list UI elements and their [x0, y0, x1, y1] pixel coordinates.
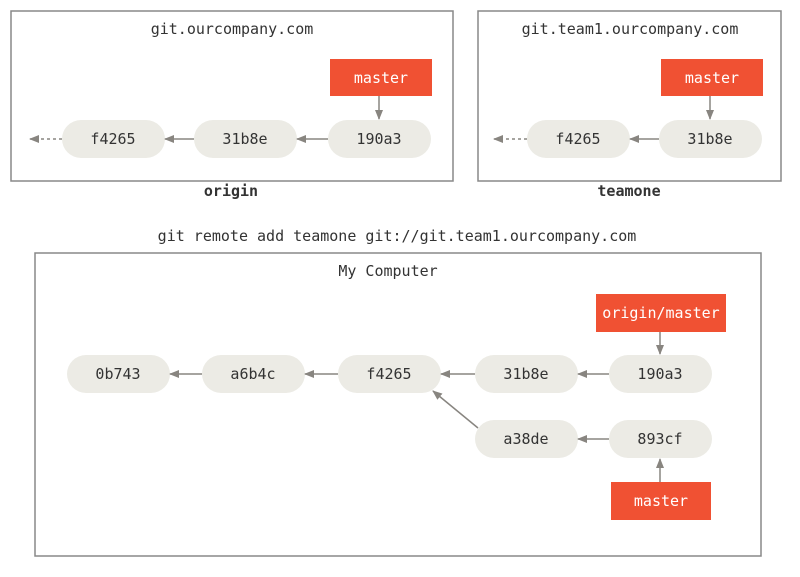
origin-commit-f4265	[62, 120, 165, 158]
teamone-server: git.team1.ourcompany.com master f4265 31…	[477, 10, 782, 182]
teamone-commit-31b8e-label: 31b8e	[687, 130, 732, 148]
origin-master-ref-label: master	[354, 69, 408, 87]
origin-commit-f4265-label: f4265	[90, 130, 135, 148]
local-commit-0b743	[67, 355, 170, 393]
local-commit-f4265	[338, 355, 441, 393]
origin-master-remote-ref-label: origin/master	[602, 304, 719, 322]
local-commit-190a3	[609, 355, 712, 393]
local-repository-title: My Computer	[338, 262, 437, 280]
teamone-commit-f4265-label: f4265	[555, 130, 600, 148]
git-command: git remote add teamone git://git.team1.o…	[158, 227, 637, 245]
local-commit-31b8e	[475, 355, 578, 393]
local-master-ref	[611, 482, 711, 520]
local-repository: My Computer origin/master 0b743 a6b4c f4…	[34, 252, 762, 557]
teamone-master-ref-label: master	[685, 69, 739, 87]
origin-remote-name: origin	[204, 182, 258, 200]
local-branch-parent-arrow	[432, 390, 479, 429]
origin-master-remote-ref	[596, 294, 726, 332]
teamone-host-title: git.team1.ourcompany.com	[522, 20, 739, 38]
origin-host-title: git.ourcompany.com	[151, 20, 314, 38]
local-commit-31b8e-label: 31b8e	[503, 365, 548, 383]
origin-server: git.ourcompany.com master f4265 31b8e 19…	[10, 10, 454, 182]
local-commit-f4265-label: f4265	[366, 365, 411, 383]
origin-commit-31b8e	[194, 120, 297, 158]
local-commit-893cf	[609, 420, 712, 458]
teamone-commit-f4265	[527, 120, 630, 158]
teamone-remote-name: teamone	[597, 182, 660, 200]
local-commit-893cf-label: 893cf	[637, 430, 682, 448]
origin-master-ref	[330, 59, 432, 96]
local-commit-a38de-label: a38de	[503, 430, 548, 448]
local-commit-a38de	[475, 420, 578, 458]
origin-commit-31b8e-label: 31b8e	[222, 130, 267, 148]
teamone-master-ref	[661, 59, 763, 96]
origin-commit-190a3-label: 190a3	[356, 130, 401, 148]
origin-commit-190a3	[328, 120, 431, 158]
local-commit-190a3-label: 190a3	[637, 365, 682, 383]
local-master-ref-label: master	[634, 492, 688, 510]
teamone-commit-31b8e	[659, 120, 762, 158]
local-commit-a6b4c	[202, 355, 305, 393]
local-commit-a6b4c-label: a6b4c	[230, 365, 275, 383]
local-commit-0b743-label: 0b743	[95, 365, 140, 383]
